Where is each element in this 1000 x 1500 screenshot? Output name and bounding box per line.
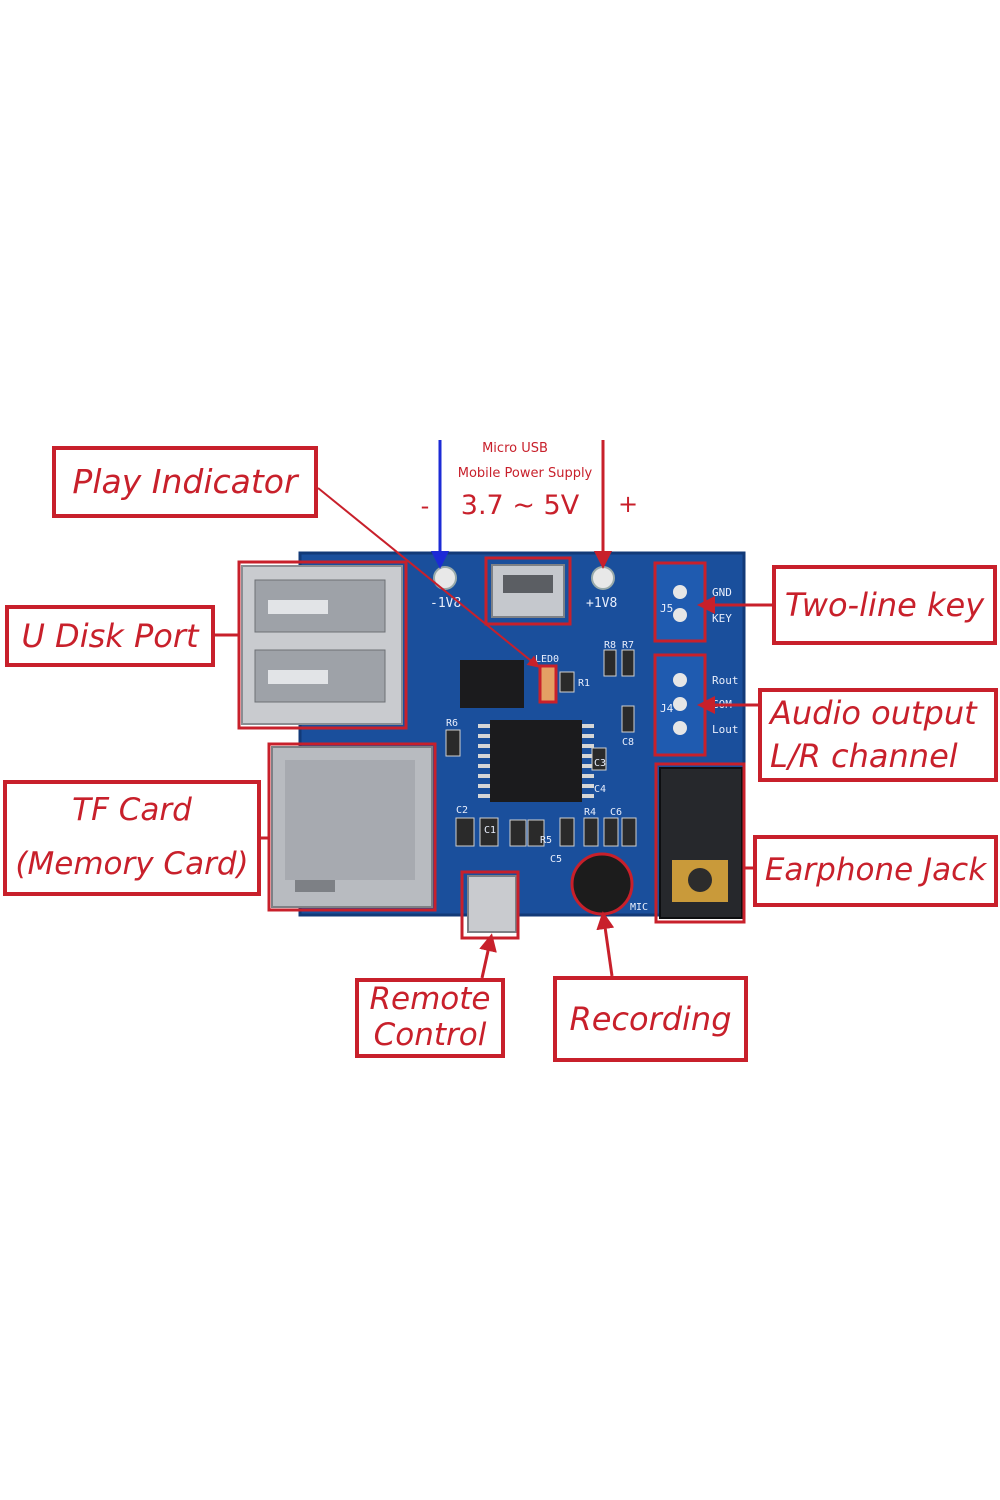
ic-pins [478, 724, 594, 798]
j4-pin-rout [673, 673, 687, 687]
silk-mic: MIC [630, 902, 648, 913]
power-supply-voltage: 3.7 ~ 5V [460, 490, 580, 521]
silk-j5: J5 [660, 602, 673, 615]
earphone-jack-text: Earphone Jack [764, 852, 987, 889]
power-plus-sign: + [618, 490, 639, 518]
remote-control-text-line1: Remote [369, 981, 491, 1018]
audio-output-text-line2: L/R channel [770, 737, 958, 775]
micro-usb-opening [503, 575, 553, 593]
play-indicator-text: Play Indicator [72, 462, 298, 502]
silk-bat-plus: +1V8 [586, 596, 617, 611]
bat-plus-pad [591, 566, 615, 590]
silk-led: LED0 [535, 654, 559, 665]
silk-r7: R7 [622, 640, 634, 651]
audio-output-label: Audio output L/R channel [758, 688, 998, 782]
earphone-jack [659, 767, 743, 919]
power-supply-line1: Micro USB [482, 441, 548, 456]
usb-a-port [241, 565, 403, 725]
silk-r6: R6 [446, 718, 458, 729]
silk-bat-minus: -1V8 [430, 596, 461, 611]
tf-card-highlight [267, 742, 437, 912]
u-disk-port-label: U Disk Port [5, 605, 215, 667]
earphone-jack-label: Earphone Jack [753, 835, 998, 907]
play-indicator-label: Play Indicator [52, 446, 318, 518]
led-play-indicator [538, 664, 558, 704]
j5-pin-gnd [673, 585, 687, 599]
audio-output-text-line1: Audio output [770, 694, 977, 733]
tf-card-label: TF Card (Memory Card) [3, 780, 261, 896]
silk-r1: R1 [578, 678, 590, 689]
j4-pin-com [673, 697, 687, 711]
j5-two-line-key-connector [653, 561, 707, 643]
silk-c5: C5 [550, 854, 562, 865]
silk-r5: R5 [540, 835, 552, 846]
silk-c8: C8 [622, 737, 634, 748]
play-indicator-leader [317, 487, 540, 668]
silk-c4: C4 [594, 784, 606, 795]
tf-card-text-line1: TF Card [72, 792, 192, 829]
silk-r4: R4 [584, 807, 596, 818]
silk-c1: C1 [484, 825, 496, 836]
silk-lout: Lout [712, 723, 739, 736]
power-minus-sign: - [420, 492, 430, 520]
soic-chip [460, 660, 524, 708]
j5-pin-key [673, 608, 687, 622]
remote-control-receiver [467, 875, 517, 933]
main-decoder-ic [490, 720, 582, 802]
microphone [570, 852, 634, 916]
j4-pin-lout [673, 721, 687, 735]
recording-text: Recording [569, 999, 732, 1038]
recording-leader [596, 911, 615, 977]
silk-c3: C3 [594, 758, 606, 769]
silk-rout: Rout [712, 674, 739, 687]
recording-label: Recording [553, 976, 748, 1062]
tf-card-text-line2: (Memory Card) [15, 846, 249, 882]
silk-key: KEY [712, 612, 732, 625]
silk-c6: C6 [610, 807, 622, 818]
u-disk-port-text: U Disk Port [21, 616, 199, 655]
remote-control-leader [479, 933, 497, 979]
two-line-key-text: Two-line key [784, 585, 985, 624]
smd-components [445, 649, 637, 847]
silk-gnd: GND [712, 586, 732, 599]
earphone-jack-highlight [654, 762, 746, 924]
power-supply-line2: Mobile Power Supply [457, 466, 593, 481]
micro-usb-highlight [484, 556, 572, 626]
remote-control-text-line2: Control [373, 1017, 487, 1053]
silk-j4: J4 [660, 702, 674, 715]
remote-control-label: Remote Control [355, 978, 505, 1058]
two-line-key-label: Two-line key [772, 565, 997, 645]
silk-r8: R8 [604, 640, 616, 651]
pcb-edge-shade [298, 551, 746, 917]
u-disk-port-highlight [237, 560, 408, 730]
tf-card-slot [271, 746, 433, 908]
silk-c2: C2 [456, 805, 468, 816]
